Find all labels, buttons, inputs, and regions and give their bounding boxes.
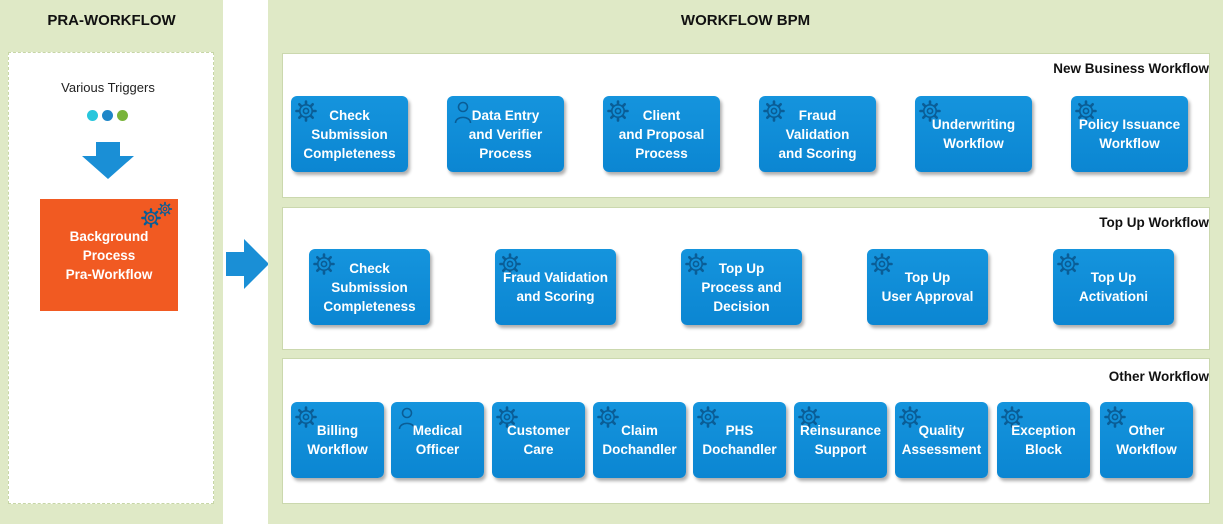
wf-box[interactable]: Check Submission Completeness: [291, 96, 408, 172]
wf-box-label: Policy Issuance Workflow: [1078, 117, 1181, 151]
wf-box-label: Customer Care: [506, 423, 570, 457]
wf-box[interactable]: PHS Dochandler: [693, 402, 786, 478]
workflow-bpm-title: WORKFLOW BPM: [680, 11, 811, 29]
wf-box-label: PHS Dochandler: [702, 423, 777, 457]
wf-box[interactable]: Fraud Validation and Scoring: [495, 249, 616, 325]
gear-icon: [1056, 252, 1080, 276]
wf-box-label: Quality Assessment: [901, 423, 982, 457]
wf-box-label: Check Submission Completeness: [323, 260, 416, 314]
section-title-new-business: New Business Workflow: [1053, 61, 1209, 76]
triggers-label: Various Triggers: [61, 80, 155, 95]
wf-box[interactable]: Underwriting Workflow: [915, 96, 1032, 172]
background-process-label: Background Process Pra-Workflow: [65, 228, 153, 282]
trigger-dot: [117, 110, 128, 121]
wf-box-label: Top Up Process and Decision: [701, 260, 782, 314]
wf-box-label: Billing Workflow: [307, 423, 368, 457]
wf-box-label: Fraud Validation and Scoring: [778, 107, 857, 161]
wf-box-label: Claim Dochandler: [602, 423, 677, 457]
gears-icon: [141, 201, 173, 228]
section-title-other: Other Workflow: [1108, 369, 1209, 384]
wf-box[interactable]: Billing Workflow: [291, 402, 384, 478]
wf-box[interactable]: Top Up Process and Decision: [681, 249, 802, 325]
wf-box-label: Top Up Activationi: [1078, 270, 1148, 304]
wf-box-label: Top Up User Approval: [881, 270, 974, 304]
wf-box[interactable]: Fraud Validation and Scoring: [759, 96, 876, 172]
wf-box[interactable]: Other Workflow: [1100, 402, 1193, 478]
wf-box[interactable]: Customer Care: [492, 402, 585, 478]
wf-box[interactable]: Medical Officer: [391, 402, 484, 478]
pra-workflow-title: PRA-WORKFLOW: [47, 11, 176, 29]
wf-box-label: Medical Officer: [412, 423, 463, 457]
wf-box-label: Check Submission Completeness: [303, 107, 396, 161]
wf-box[interactable]: Exception Block: [997, 402, 1090, 478]
wf-box-label: Other Workflow: [1116, 423, 1177, 457]
section-title-top-up: Top Up Workflow: [1099, 215, 1209, 230]
new-business-section: [282, 53, 1210, 198]
wf-box[interactable]: Check Submission Completeness: [309, 249, 430, 325]
wf-box[interactable]: Reinsurance Support: [794, 402, 887, 478]
wf-box[interactable]: Quality Assessment: [895, 402, 988, 478]
wf-box[interactable]: Client and Proposal Process: [603, 96, 720, 172]
wf-box[interactable]: Data Entry and Verifier Process: [447, 96, 564, 172]
wf-box-label: Underwriting Workflow: [931, 117, 1016, 151]
wf-box[interactable]: Top Up User Approval: [867, 249, 988, 325]
trigger-dot: [102, 110, 113, 121]
wf-box[interactable]: Policy Issuance Workflow: [1071, 96, 1188, 172]
wf-box-label: Exception Block: [1011, 423, 1076, 457]
wf-box-label: Fraud Validation and Scoring: [502, 270, 608, 304]
wf-box[interactable]: Top Up Activationi: [1053, 249, 1174, 325]
wf-box-label: Client and Proposal Process: [618, 107, 705, 161]
wf-box[interactable]: Claim Dochandler: [593, 402, 686, 478]
right-arrow-icon: [226, 239, 269, 289]
down-arrow-icon: [82, 142, 134, 179]
wf-box-label: Reinsurance Support: [799, 423, 882, 457]
background-process-box[interactable]: Background Process Pra-Workflow: [40, 199, 178, 311]
trigger-dot: [87, 110, 98, 121]
wf-box-label: Data Entry and Verifier Process: [468, 107, 543, 161]
